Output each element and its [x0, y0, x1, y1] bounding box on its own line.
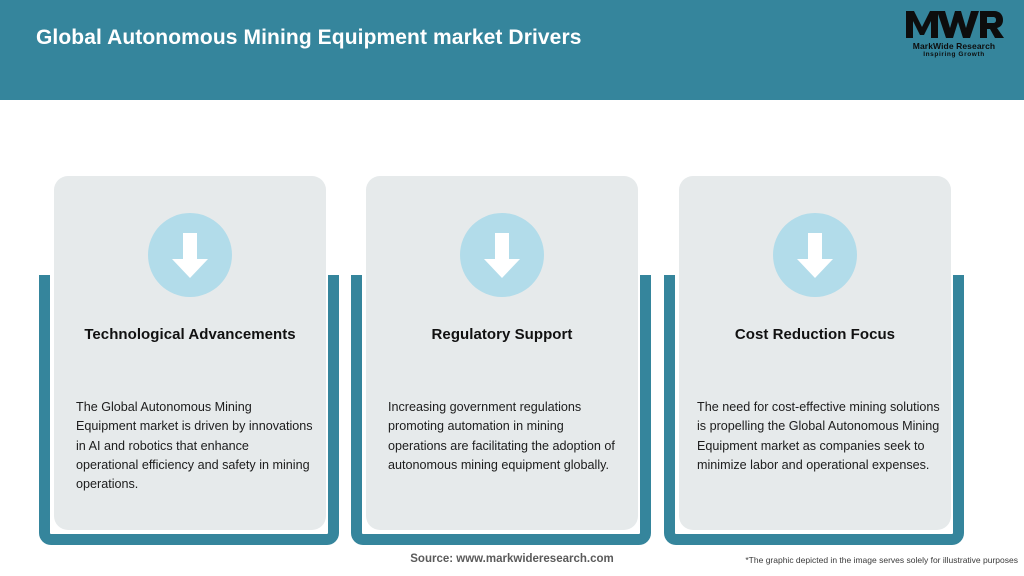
- driver-card-body: Increasing government regulations promot…: [388, 400, 615, 472]
- arrow-down-icon: [148, 213, 232, 297]
- card-accent-frame: [39, 275, 339, 545]
- driver-card-title: Technological Advancements: [84, 326, 296, 343]
- arrow-down-icon: [460, 213, 544, 297]
- header-bar: [0, 0, 1024, 100]
- disclaimer-note: *The graphic depicted in the image serve…: [745, 555, 1018, 565]
- driver-card[interactable]: Technological Advancements The Global Au…: [54, 176, 326, 530]
- driver-card-body: The need for cost-effective mining solut…: [697, 400, 940, 472]
- driver-card-title: Regulatory Support: [431, 326, 573, 343]
- driver-card-title: Cost Reduction Focus: [734, 326, 896, 343]
- driver-card-group-1: Technological Advancements The Global Au…: [33, 100, 345, 545]
- card-accent-frame: [351, 275, 651, 545]
- driver-card-group-3: Cost Reduction Focus The need for cost-e…: [658, 100, 970, 545]
- arrow-down-icon: [773, 213, 857, 297]
- source-note: Source: www.markwideresearch.com: [410, 553, 614, 565]
- driver-card-body: The Global Autonomous Mining Equipment m…: [76, 400, 313, 492]
- logo-tagline: Inspiring Growth: [923, 51, 985, 58]
- logo-company-name: MarkWide Research: [912, 41, 996, 51]
- driver-card-group-2: Regulatory Support Increasing government…: [345, 100, 657, 545]
- card-accent-frame: [664, 275, 964, 545]
- mwr-logo-mark: [906, 11, 1004, 38]
- page-title: Global Autonomous Mining Equipment marke…: [36, 26, 582, 49]
- driver-cards-container: Technological Advancements The Global Au…: [0, 100, 1024, 545]
- driver-card[interactable]: Cost Reduction Focus The need for cost-e…: [679, 176, 951, 530]
- driver-card[interactable]: Regulatory Support Increasing government…: [366, 176, 638, 530]
- company-logo: MarkWide Research Inspiring Growth: [902, 8, 1006, 62]
